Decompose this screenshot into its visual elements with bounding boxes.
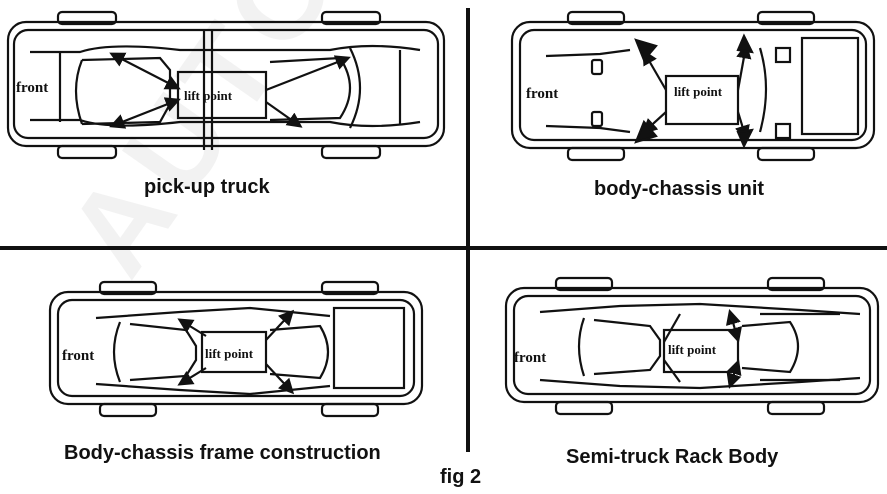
figure-label: fig 2 <box>440 466 482 488</box>
pickup-lift-zone <box>176 70 268 120</box>
panel-body-chassis-unit-drawing <box>510 10 876 162</box>
body-chassis-caption: body-chassis unit <box>594 178 765 200</box>
frame-front-label: front <box>62 348 95 364</box>
panel-semi-truck-rack-drawing <box>504 276 880 416</box>
semi-truck-caption: Semi-truck Rack Body <box>566 446 779 468</box>
body-chassis-front-label: front <box>526 86 559 102</box>
pickup-front-label: front <box>16 80 49 96</box>
body-chassis-lift-point-label: lift point <box>674 84 723 99</box>
semi-truck-front-label: front <box>514 350 547 366</box>
panel-pickup-truck-drawing <box>6 10 446 160</box>
pickup-lift-point-label: lift point <box>184 88 233 103</box>
panel-frame-construction-drawing <box>48 280 424 418</box>
body-chassis-lift-zone <box>664 74 740 126</box>
frame-lift-zone <box>200 330 268 374</box>
semi-truck-lift-point-label: lift point <box>668 342 717 357</box>
frame-caption: Body-chassis frame construction <box>64 442 381 464</box>
frame-lift-point-label: lift point <box>205 346 254 361</box>
pickup-caption: pick-up truck <box>144 176 270 198</box>
semi-truck-lift-zone <box>662 328 740 374</box>
